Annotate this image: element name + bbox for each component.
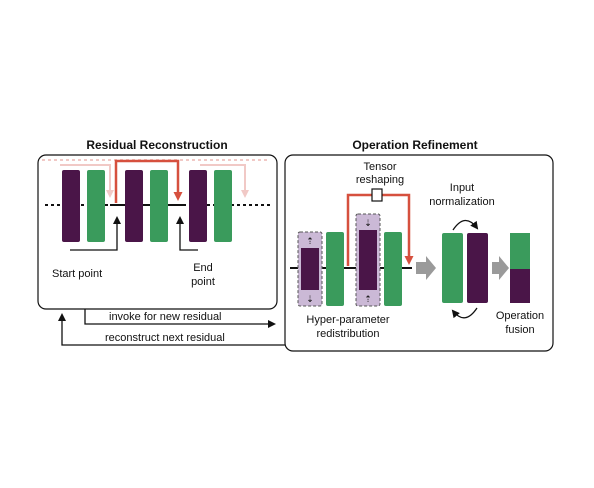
right-block-purple-2 [359,230,377,290]
left-residual-arrow [114,159,183,203]
left-block-purple-3 [189,170,207,242]
end-point-label-2: point [191,276,215,288]
left-panel-title: Residual Reconstruction [86,138,227,152]
gray-arrow-2 [492,256,509,280]
fused-block-green [510,233,530,269]
tensor-reshaping-box [371,188,383,202]
norm-block-green [442,233,463,303]
input-norm-label-1: Input [450,182,474,194]
faint-residual-arrows [42,159,268,198]
right-panel-title: Operation Refinement [352,138,477,152]
left-block-purple-2 [125,170,143,242]
hyper-label-1: Hyper-parameter [306,314,389,326]
fusion-label-1: Operation [496,310,544,322]
residual-reconstruction-panel [37,154,278,310]
right-block-green-1 [326,232,344,306]
left-block-green-3 [214,170,232,242]
dashed-arrow-down-1: ⇣ [306,294,314,304]
end-point-pointer [176,216,198,251]
norm-swap-arrow-top [452,219,479,231]
fusion-label-2: fusion [505,324,534,336]
fused-block-purple [510,269,530,303]
left-block-green-2 [150,170,168,242]
right-block-purple-1 [301,248,319,290]
start-point-label: Start point [52,268,102,280]
norm-block-purple [467,233,488,303]
start-point-pointer [70,216,121,251]
dashed-arrow-up-2: ⇣ [364,218,372,228]
tensor-label-2: reshaping [356,174,404,186]
tensor-label-1: Tensor [363,161,396,173]
dashed-arrow-down-2: ⇡ [364,294,372,304]
gray-arrow-1 [416,256,436,280]
right-block-green-2 [384,232,402,306]
left-block-purple-1 [62,170,80,242]
operation-refinement-panel [284,154,554,352]
input-norm-label-2: normalization [429,196,494,208]
dashed-arrow-up-1: ⇡ [306,236,314,246]
invoke-label: invoke for new residual [109,311,222,323]
end-point-label-1: End [193,262,213,274]
left-block-green-1 [87,170,105,242]
norm-swap-arrow-bottom [451,307,478,319]
reconstruct-label: reconstruct next residual [105,332,225,344]
invoke-arrow [84,309,276,328]
reconstruct-arrow [58,313,285,346]
hyper-label-2: redistribution [317,328,380,340]
